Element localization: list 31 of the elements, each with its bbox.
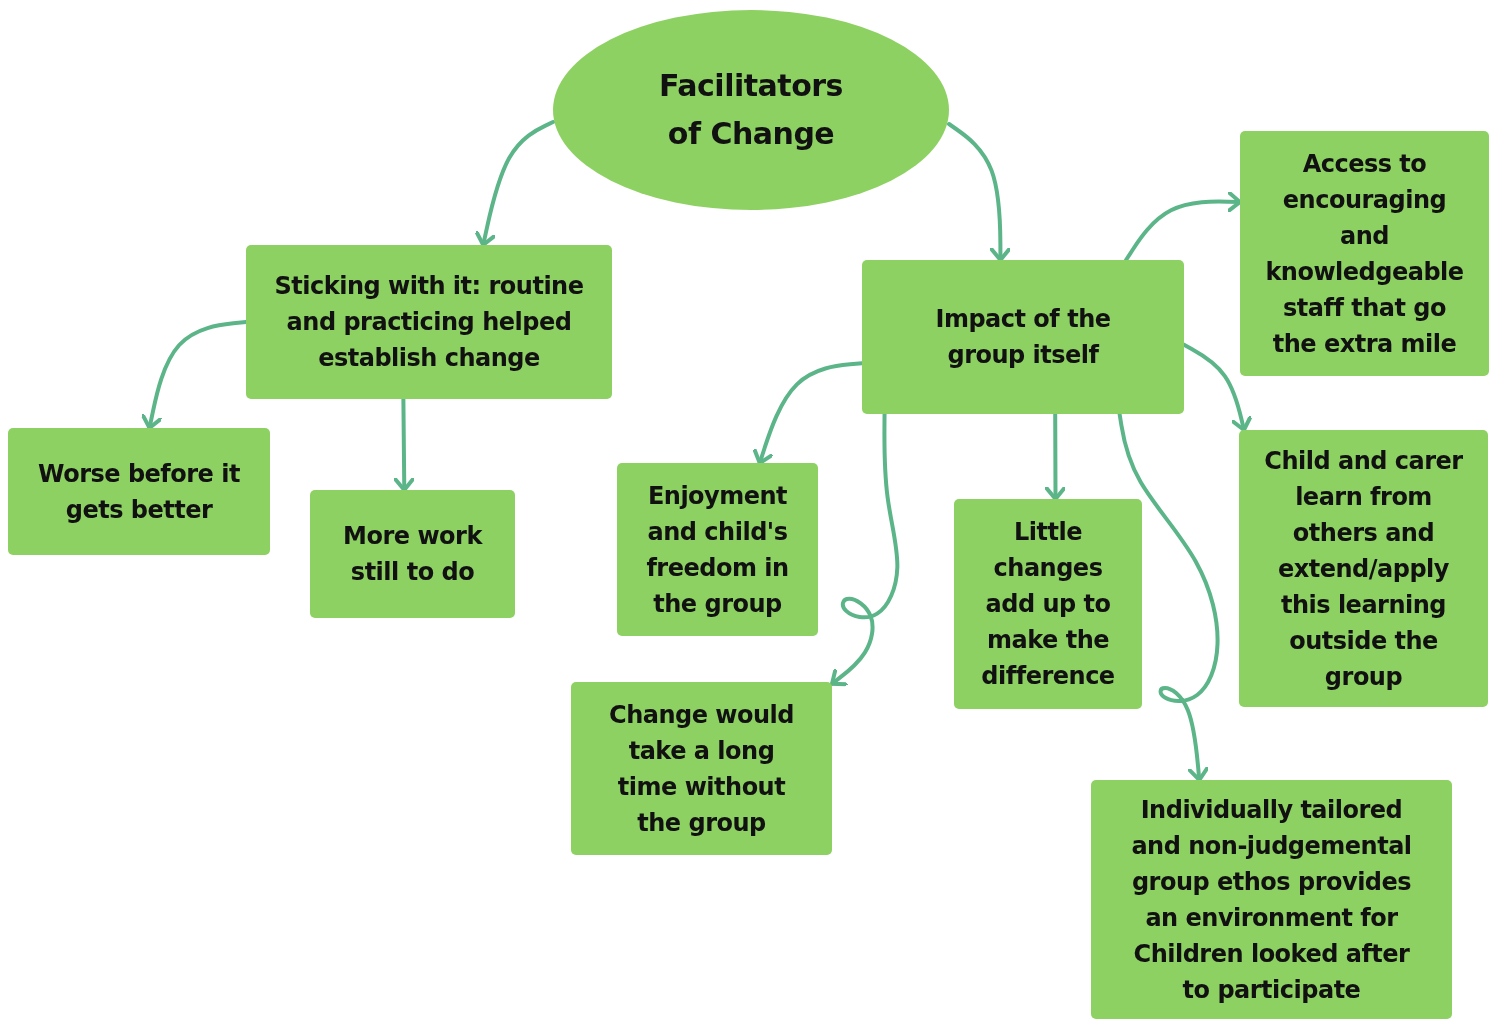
curved-arrow [1044, 412, 1067, 501]
curved-arrow [1182, 342, 1253, 432]
curved-arrow [393, 397, 416, 492]
node-label: Facilitators of Change [658, 67, 844, 153]
topic-box [1240, 131, 1489, 376]
topic-box [8, 428, 270, 555]
curved-arrow [752, 361, 864, 465]
topic-text: Access to encouraging and knowledgeable staff that go the extra mile [1264, 148, 1465, 360]
curved-arrow [830, 412, 900, 687]
topic-box [617, 463, 818, 636]
topic-box [1091, 780, 1452, 1019]
topic-text: Individually tailored and non-judgemental group ethos provides an environment for Children looked after to participate [1130, 794, 1413, 1006]
curved-arrow [1117, 412, 1220, 782]
topic-text: More work still to do [342, 521, 484, 588]
topic-box [246, 245, 612, 399]
topic-box [1239, 430, 1488, 707]
topic-text: Sticking with it: routine and practicing helped establish change [273, 271, 585, 374]
curved-arrow [1124, 190, 1242, 262]
topic-text: Child and carer learn from others and extend/apply this learning outside the group [1263, 445, 1464, 693]
topic-text: Change would take a long time without the group [608, 699, 795, 839]
topic-text: Little changes add up to make the difference [980, 517, 1116, 692]
topic-box [954, 499, 1142, 709]
curved-arrow [947, 122, 1012, 262]
topic-box [862, 260, 1184, 414]
topic-text: Enjoyment and child's freedom in the group [645, 480, 790, 620]
topic-text: Impact of the group itself [934, 304, 1112, 371]
topic-box [310, 490, 515, 618]
topic-text: Worse before it gets better [37, 458, 241, 526]
curved-arrow [140, 320, 248, 430]
curved-arrow [474, 120, 555, 247]
topic-box [571, 682, 832, 855]
